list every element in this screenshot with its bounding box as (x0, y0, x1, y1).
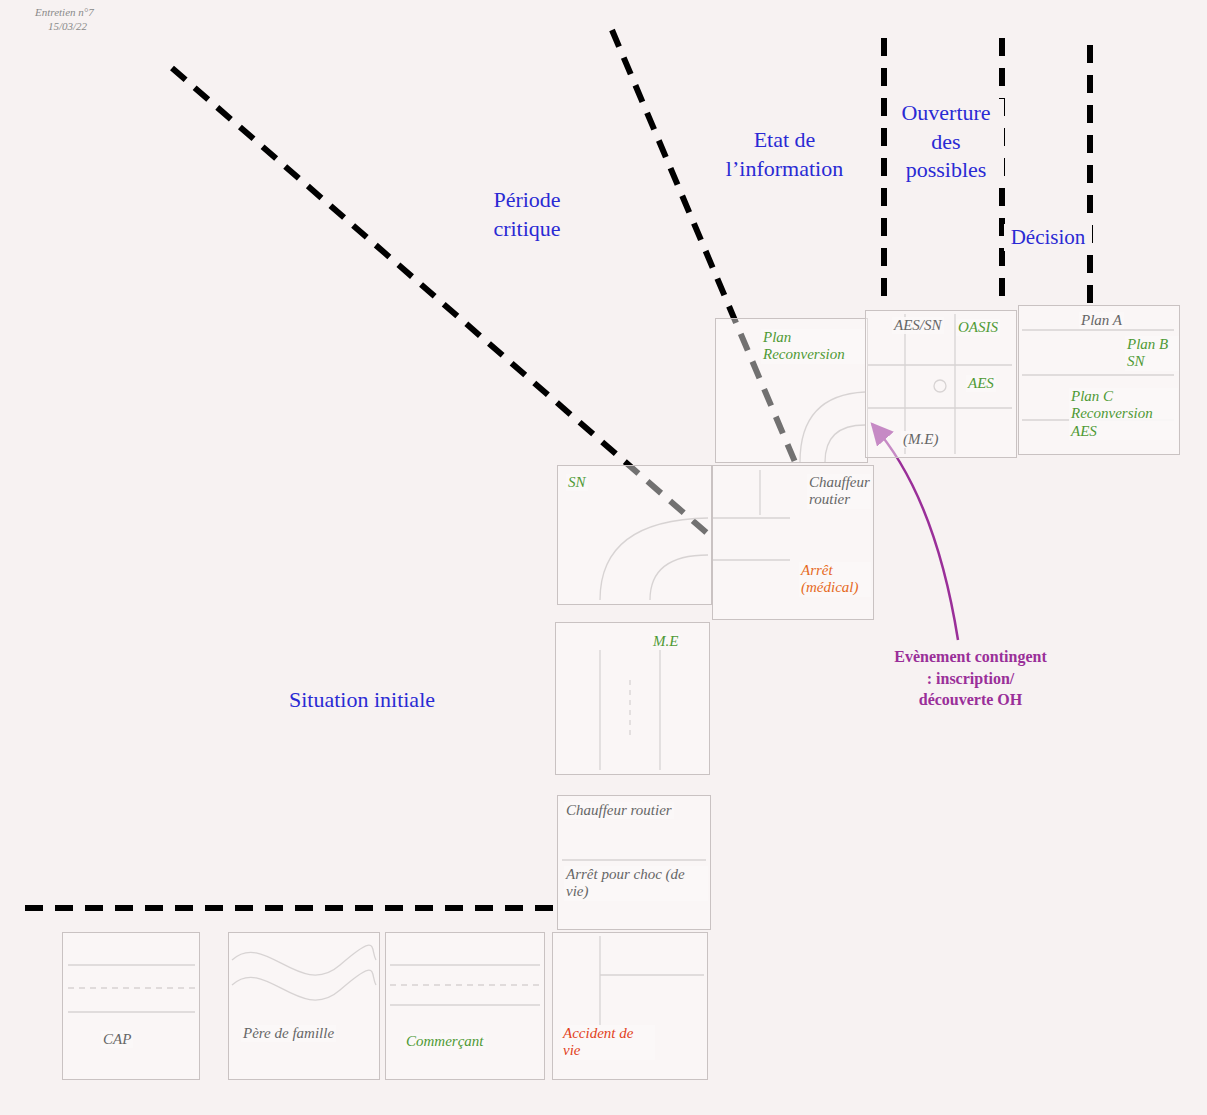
handwritten-note: CAP (101, 1031, 133, 1048)
handwritten-note: Plan A (1079, 312, 1124, 329)
handwritten-note: Arrêt pour choc (de vie) (564, 866, 708, 901)
handwritten-note: Plan Reconversion (761, 329, 865, 364)
sticky-note: SN (557, 465, 712, 605)
handwritten-note: Plan B SN (1125, 336, 1179, 371)
phase-label: Ouverture des possibles (888, 99, 1004, 185)
callout-text: Evènement contingent : inscription/ déco… (893, 646, 1048, 711)
phase-label: Situation initiale (255, 686, 469, 715)
phase-label: Décision (1004, 224, 1092, 251)
sticky-note: Père de famille (228, 932, 380, 1080)
handwritten-note: Arrêt (médical) (799, 562, 871, 597)
sticky-note: Accident de vie (552, 932, 708, 1080)
handwritten-note: M.E (651, 633, 680, 650)
handwritten-note: Chauffeur routier (564, 802, 674, 819)
sticky-note: Plan APlan B SN Plan C Reconversion AES (1018, 305, 1180, 455)
sticky-note: AES/SN OASIS AES (M.E) (865, 310, 1017, 458)
header-note: Entretien n°7 (35, 6, 145, 18)
handwritten-note: Commerçant (404, 1033, 486, 1050)
separator-lines (25, 30, 1090, 908)
sticky-note: CAP (62, 932, 200, 1080)
sticky-note: M.E (555, 622, 710, 775)
handwritten-note: (M.E) (901, 431, 940, 448)
handwritten-note: Père de famille (241, 1025, 336, 1042)
handwritten-note: Plan C Reconversion AES (1069, 388, 1178, 440)
handwritten-note: AES/SN (892, 317, 944, 334)
handwritten-note: AES (966, 375, 996, 392)
phase-label: Etat de l’information (700, 126, 869, 183)
handwritten-note: SN (566, 474, 588, 491)
phase-label: Période critique (465, 186, 589, 243)
sticky-note: Commerçant (385, 932, 545, 1080)
handwritten-note: Chauffeur routier (807, 474, 871, 509)
handwritten-note: Accident de vie (561, 1025, 655, 1060)
sticky-note: Chauffeur routierArrêt (médical) (712, 465, 874, 620)
header-note: 15/03/22 (48, 20, 128, 32)
handwritten-note: OASIS (956, 319, 1000, 336)
sticky-note: Plan Reconversion (715, 318, 868, 463)
sticky-note: Chauffeur routierArrêt pour choc (de vie… (557, 795, 711, 930)
